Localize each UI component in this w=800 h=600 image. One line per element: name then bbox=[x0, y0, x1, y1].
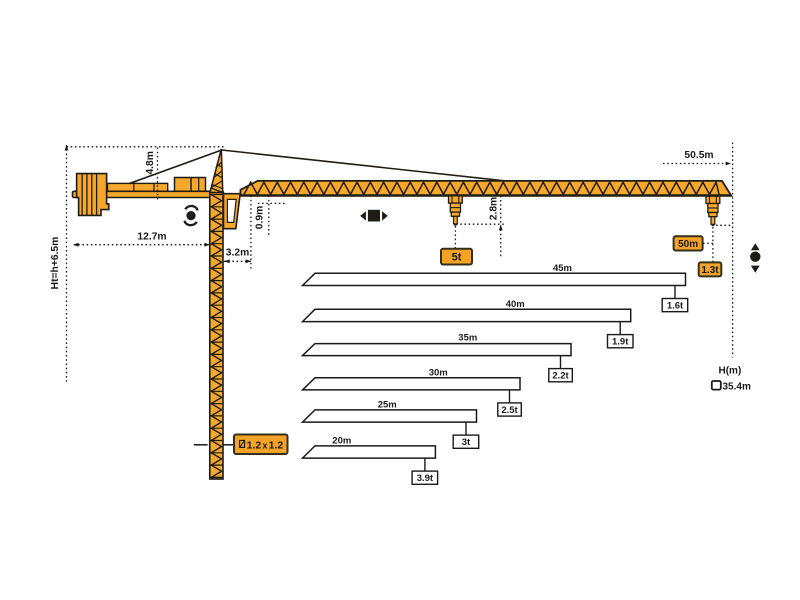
svg-text:25m: 25m bbox=[378, 399, 397, 410]
svg-text:20m: 20m bbox=[332, 435, 351, 446]
svg-text:12.7m: 12.7m bbox=[137, 232, 166, 243]
svg-text:2.8m: 2.8m bbox=[488, 197, 499, 220]
svg-text:35.4m: 35.4m bbox=[723, 381, 751, 392]
svg-text:H(m): H(m) bbox=[719, 366, 742, 377]
svg-text:0.9m: 0.9m bbox=[255, 206, 266, 229]
svg-text:40m: 40m bbox=[506, 299, 525, 310]
svg-text:3.2m: 3.2m bbox=[226, 247, 249, 258]
svg-text:50m: 50m bbox=[678, 239, 698, 250]
svg-text:1.6t: 1.6t bbox=[667, 301, 684, 312]
svg-text:3.9t: 3.9t bbox=[417, 473, 434, 484]
svg-text:5t: 5t bbox=[452, 252, 462, 264]
svg-text:1.3t: 1.3t bbox=[701, 265, 719, 276]
svg-text:35m: 35m bbox=[458, 333, 477, 344]
svg-text:30m: 30m bbox=[429, 367, 448, 378]
svg-text:2.5t: 2.5t bbox=[501, 405, 518, 416]
svg-text:3t: 3t bbox=[462, 437, 471, 448]
svg-text:Ht=h+6.5m: Ht=h+6.5m bbox=[50, 237, 61, 290]
svg-text:1.2x1.2: 1.2x1.2 bbox=[247, 439, 284, 451]
svg-text:50.5m: 50.5m bbox=[684, 150, 713, 161]
svg-text:4.8m: 4.8m bbox=[145, 151, 156, 174]
svg-text:2.2t: 2.2t bbox=[552, 371, 569, 382]
svg-text:45m: 45m bbox=[553, 263, 572, 274]
svg-text:1.9t: 1.9t bbox=[612, 337, 629, 348]
